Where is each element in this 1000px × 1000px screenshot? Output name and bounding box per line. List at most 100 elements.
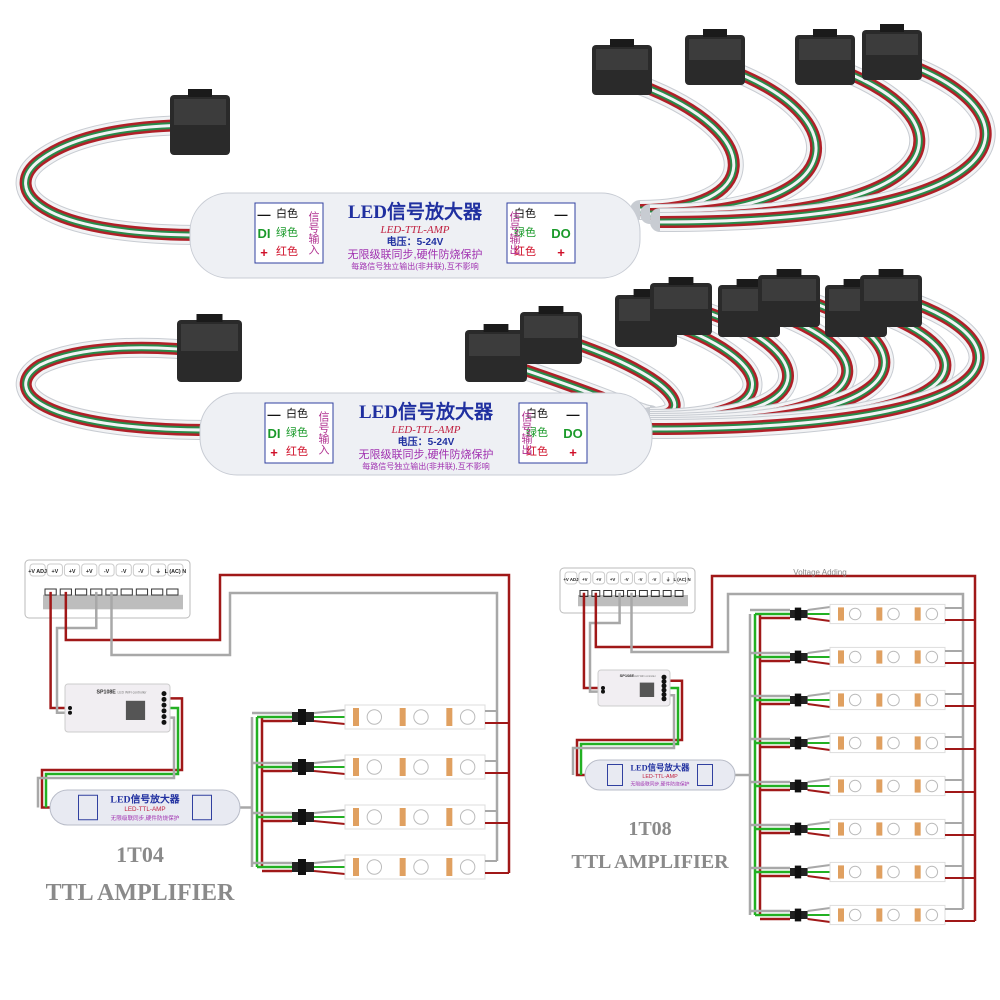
led-strip (829, 732, 946, 754)
output-pin-table (518, 402, 588, 464)
input-wire-color: 绿色 (276, 225, 298, 239)
connector-plug (592, 39, 652, 95)
qr-code-icon (125, 700, 146, 720)
signal-output-label: 信号输出 (508, 211, 521, 255)
caption-right: 1T08 TTL AMPLIFIER Voltage Adding (571, 568, 846, 873)
caption-left: 1T04 TTL AMPLIFIER (46, 842, 235, 906)
wire (807, 735, 831, 740)
led-strip (829, 689, 946, 711)
led-chip (413, 759, 429, 775)
led-chip (413, 709, 429, 725)
output-wire-color: 红色 (526, 444, 548, 458)
controller-desc: LED WiFi controller (118, 691, 148, 695)
led-strip (829, 904, 946, 926)
led-chip (887, 607, 900, 621)
output-wire-color: 红色 (514, 244, 536, 258)
module-feature-1: 无限级联同步,硬件防烧保护 (347, 247, 482, 261)
wire (110, 591, 499, 861)
input-pin-symbol: DI (258, 226, 271, 241)
output-wire-color: 白色 (526, 406, 548, 420)
led-chip (925, 736, 939, 750)
led-chip (459, 759, 476, 775)
jst-connector (790, 693, 808, 707)
wire (313, 770, 346, 775)
module-title: LED信号放大器 (359, 400, 494, 423)
led-strip (829, 818, 946, 840)
wire (313, 870, 346, 875)
connector-plug (862, 24, 922, 80)
wire (313, 809, 346, 814)
led-strip (344, 754, 486, 780)
psu-terminal-label: +V (596, 577, 602, 582)
power-supply-1t08: +V ADJ+V+V+V-V-V-V⏚L (AC) N (559, 567, 696, 614)
wire (807, 907, 831, 912)
wire (64, 573, 511, 873)
jst-connector (790, 650, 808, 664)
led-chip (925, 908, 939, 922)
jst-connector (292, 859, 314, 875)
led-chip (848, 779, 862, 793)
led-strip (344, 804, 486, 830)
input-pin-symbol: — (258, 207, 271, 222)
output-pin-symbol: DO (551, 226, 571, 241)
psu-terminal-label: L (AC) N (165, 569, 187, 575)
wire (807, 778, 831, 783)
output-pin-symbol: DO (563, 426, 583, 441)
connector-plug (177, 314, 242, 382)
led-chip (848, 865, 862, 879)
wire (36, 716, 176, 808)
led-chip (887, 908, 900, 922)
psu-terminal-label: +V (69, 569, 76, 575)
input-pin-symbol: + (270, 445, 278, 460)
wire (579, 686, 680, 775)
qr-code-icon (639, 682, 655, 697)
psu-terminal-label: +V (582, 577, 588, 582)
led-chip (848, 650, 862, 664)
led-chip (925, 693, 939, 707)
led-strip (829, 775, 946, 797)
wire (807, 832, 831, 837)
led-chip (887, 693, 900, 707)
signal-input-label: 信号输入 (307, 211, 320, 255)
wire (807, 789, 831, 794)
wire (313, 859, 346, 864)
output-pin-symbol: + (569, 445, 577, 460)
wire (807, 703, 831, 708)
led-strip (829, 646, 946, 668)
led-strip (344, 854, 486, 880)
led-chip (887, 822, 900, 836)
psu-terminal-label: +V ADJ (563, 577, 579, 582)
led-strip (829, 603, 946, 625)
psu-terminal-label: -V (121, 569, 127, 575)
wire (630, 592, 965, 909)
connector-plug (465, 324, 527, 382)
input-pin-symbol: DI (268, 426, 281, 441)
wire (807, 875, 831, 880)
jst-connector (292, 709, 314, 725)
connector-plug (650, 277, 712, 335)
led-chip (848, 822, 862, 836)
voltage-adding-label: Voltage Adding (793, 568, 846, 577)
module-voltage: 电压：5-24V (398, 435, 455, 448)
output-pin-symbol: — (567, 407, 580, 422)
led-chip (848, 693, 862, 707)
jst-connector (790, 908, 808, 922)
controller-desc: LED WiFi controller (634, 675, 656, 678)
led-chip (925, 779, 939, 793)
module-voltage: 电压：5-24V (387, 235, 444, 248)
module-feature-2: 每路信号独立输出(非并联),互不影响 (351, 261, 479, 271)
led-strip (344, 704, 486, 730)
led-chip (887, 779, 900, 793)
led-chip (413, 809, 429, 825)
mini-module-subtitle: LED-TTL-AMP (124, 806, 165, 813)
psu-terminal-label: -V (104, 569, 110, 575)
controller-model: SP108E (620, 673, 635, 678)
output-pin-symbol: — (555, 207, 568, 222)
wire (594, 574, 977, 921)
led-chip (887, 865, 900, 879)
psu-terminal-label: -V (138, 569, 144, 575)
